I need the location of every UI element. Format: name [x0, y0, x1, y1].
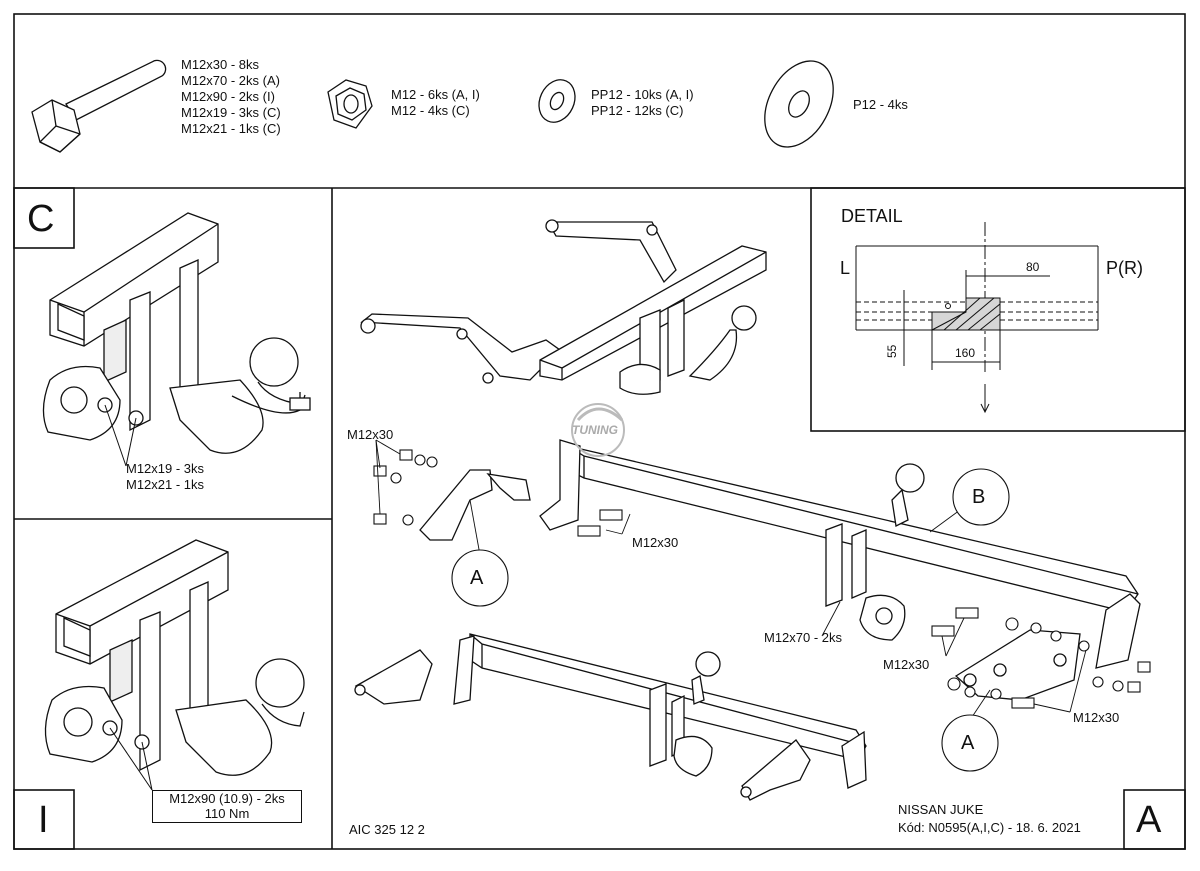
- torque-bolt-label: M12x90 (10.9) - 2ks: [169, 791, 285, 806]
- washer-item: PP12 - 12ks (C): [591, 103, 684, 118]
- torque-value-label: 110 Nm: [204, 806, 250, 821]
- assembled-hitch-top: [360, 219, 767, 395]
- part-code-date: Kód: N0595(A,I,C) - 18. 6. 2021: [898, 820, 1081, 835]
- bolt-list: M12x30 - 8ks M12x70 - 2ks (A) M12x90 - 2…: [181, 57, 281, 137]
- panel-c-label: M12x19 - 3ks: [126, 461, 205, 476]
- vehicle-name: NISSAN JUKE: [898, 802, 984, 817]
- detail-right-label: P(R): [1106, 258, 1143, 278]
- detail-title: DETAIL: [841, 206, 903, 226]
- bolt-callout-m12x30: M12x30: [632, 535, 679, 550]
- bolt-item: M12x90 - 2ks (I): [181, 89, 275, 104]
- nut-icon: [327, 79, 373, 129]
- bolt-item: M12x30 - 8ks: [181, 57, 260, 72]
- bolt-item: M12x70 - 2ks (A): [181, 73, 280, 88]
- hitch-detail-i: [44, 539, 305, 776]
- leader-lines-c-i: [104, 404, 153, 791]
- plate-item: P12 - 4ks: [853, 97, 908, 112]
- panel-letter-i: I: [38, 799, 49, 841]
- bolt-callout-m12x30: M12x30: [1073, 710, 1120, 725]
- torque-spec-box: M12x90 (10.9) - 2ks 110 Nm: [152, 790, 302, 823]
- nut-list: M12 - 6ks (A, I) M12 - 4ks (C): [391, 87, 480, 119]
- hitch-detail-c: [42, 212, 311, 454]
- frame: [13, 13, 1186, 850]
- callout-a-label: A: [961, 732, 975, 754]
- dimension-55: 55: [885, 344, 899, 358]
- nut-item: M12 - 6ks (A, I): [391, 87, 480, 102]
- dimension-160: 160: [955, 346, 976, 360]
- leader-lines-main: [375, 439, 1087, 721]
- washer-list: PP12 - 10ks (A, I) PP12 - 12ks (C): [591, 87, 694, 119]
- bolt-item: M12x19 - 3ks (C): [181, 105, 281, 120]
- watermark-logo: [571, 403, 625, 457]
- assembled-hitch-bottom: [354, 633, 867, 801]
- callout-circles: [451, 468, 1010, 772]
- callout-a-label: A: [470, 567, 484, 589]
- panel-letter-a: A: [1136, 799, 1162, 841]
- bolt-item: M12x21 - 1ks (C): [181, 121, 281, 136]
- panel-c-label: M12x21 - 1ks: [126, 477, 205, 492]
- nut-item: M12 - 4ks (C): [391, 103, 470, 118]
- plate-washer-icon: [764, 60, 834, 148]
- detail-section: [855, 222, 1099, 414]
- exploded-fasteners: [373, 449, 1151, 709]
- washer-icon: [538, 79, 576, 123]
- panel-letter-c: C: [27, 198, 55, 240]
- bolt-icon: [31, 59, 167, 153]
- bolt-callout-m12x70: M12x70 - 2ks: [764, 630, 843, 645]
- washer-item: PP12 - 10ks (A, I): [591, 87, 694, 102]
- detail-left-label: L: [840, 258, 851, 278]
- drawing-code: AIC 325 12 2: [349, 822, 425, 837]
- bolt-callout-m12x30: M12x30: [347, 427, 394, 442]
- plate-list: P12 - 4ks: [853, 97, 908, 113]
- dimension-80: 80: [1026, 260, 1040, 274]
- exploded-hitch: [419, 439, 1141, 701]
- bolt-callout-m12x30: M12x30: [883, 657, 930, 672]
- callout-b-label: B: [972, 486, 986, 508]
- watermark-text: TUNING: [572, 423, 618, 437]
